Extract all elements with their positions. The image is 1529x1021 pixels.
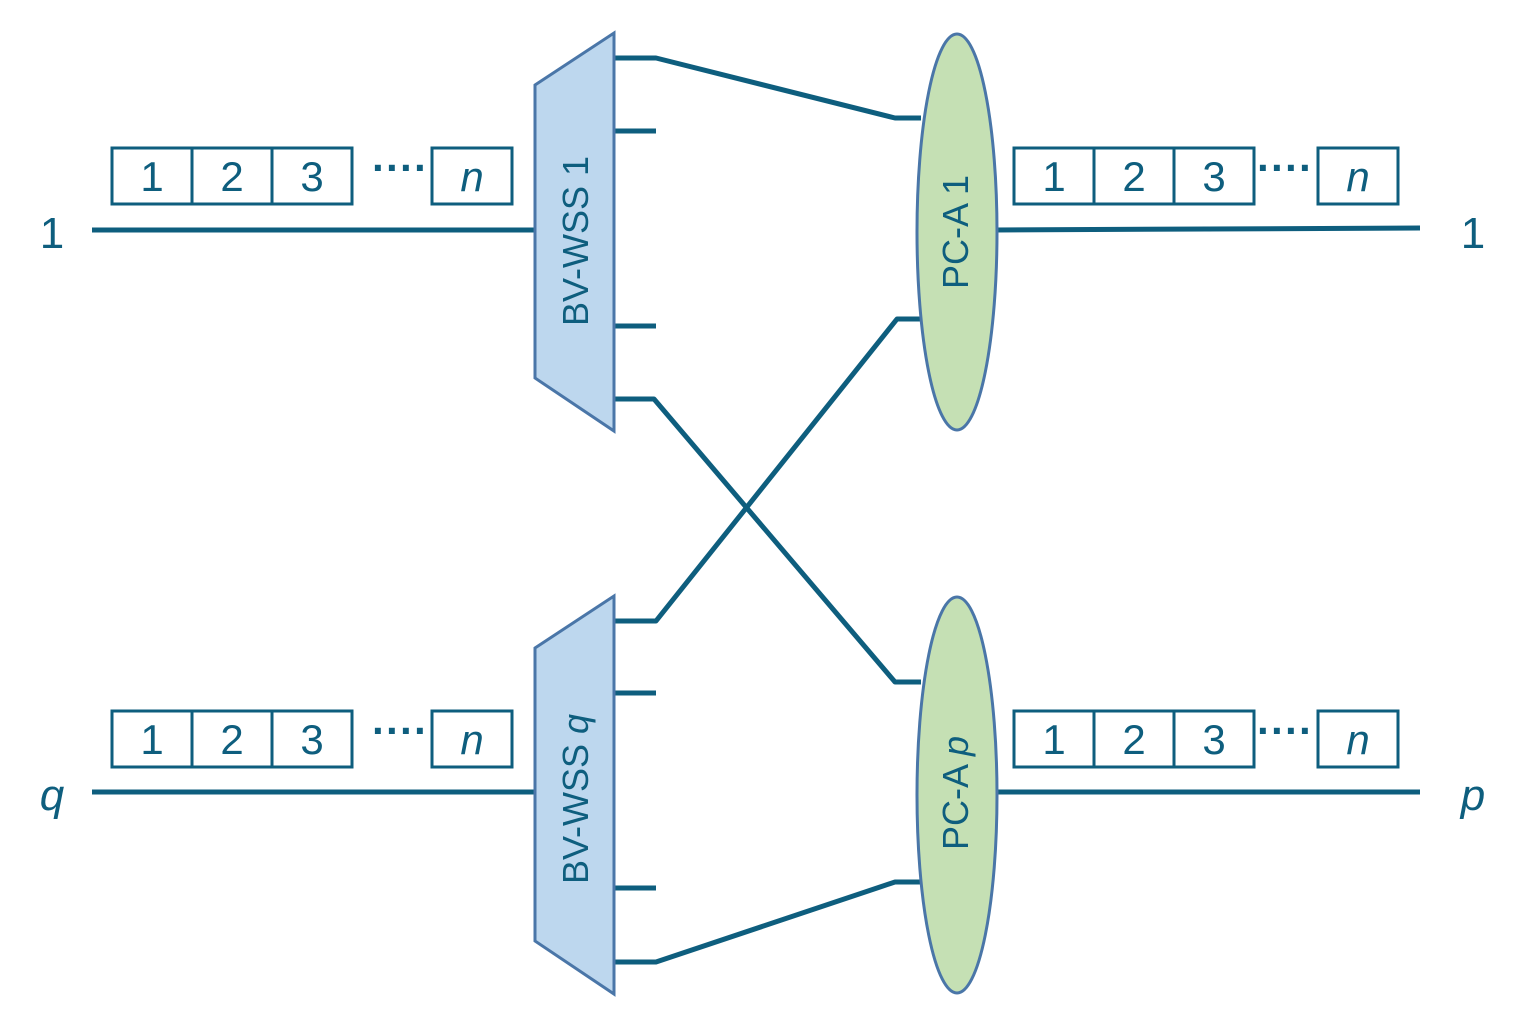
- link-wss1-to-pcap: [614, 396, 921, 685]
- output-fiber-1: [994, 225, 1421, 233]
- output-label-1: 1: [1461, 209, 1485, 258]
- slot-box: [1012, 709, 1096, 769]
- slot-label-last: n: [460, 716, 483, 763]
- slot-label-last: n: [1346, 716, 1369, 763]
- slot-box: [1092, 709, 1176, 769]
- wss-1-shape: [533, 30, 616, 434]
- slot-box: [1012, 146, 1096, 206]
- pca-1-label: PC-A 1: [935, 175, 976, 289]
- slot-group-input-1: 1 2 3 ···· n: [110, 144, 514, 206]
- link-wss1-to-pca1: [614, 55, 921, 121]
- slot-box-last: [1316, 709, 1400, 769]
- pca-1: PC-A 1: [915, 32, 999, 432]
- slot-label: 1: [1042, 716, 1065, 763]
- slot-group-input-q: 1 2 3 ···· n: [110, 707, 514, 769]
- slot-label: 2: [1122, 716, 1145, 763]
- wss-q-name: BV-WSS: [555, 744, 596, 884]
- slot-box: [270, 709, 354, 769]
- slot-label: 3: [1202, 716, 1225, 763]
- slot-label: 2: [220, 153, 243, 200]
- pca-p-shape: [915, 595, 999, 995]
- slot-ellipsis: ····: [1257, 707, 1313, 754]
- slot-ellipsis: ····: [372, 707, 428, 754]
- slot-ellipsis: ····: [372, 144, 428, 191]
- wss-q-index: q: [555, 714, 596, 734]
- wss-q-label: BV-WSS q: [555, 714, 596, 884]
- slot-box: [270, 146, 354, 206]
- wss-1-label: BV-WSS 1: [555, 156, 596, 326]
- slot-label: 1: [140, 153, 163, 200]
- slot-box: [110, 709, 194, 769]
- wss-1-index: 1: [555, 156, 596, 176]
- slot-label: 1: [1042, 153, 1065, 200]
- slot-box: [1092, 146, 1176, 206]
- wss-q: BV-WSS q: [533, 593, 616, 997]
- input-label-1: 1: [40, 209, 64, 258]
- pca-p-index: p: [935, 736, 976, 757]
- slot-box-last: [1316, 146, 1400, 206]
- pca-p-name: PC-A: [935, 764, 976, 850]
- slot-box-last: [430, 709, 514, 769]
- slot-label: 3: [300, 716, 323, 763]
- slot-group-output-1: 1 2 3 ···· n: [1012, 144, 1400, 206]
- pca-p: PC-A p: [915, 595, 999, 995]
- slot-box: [190, 146, 274, 206]
- slot-box: [1172, 709, 1256, 769]
- pca-1-index: 1: [935, 175, 976, 195]
- input-label-q: q: [40, 771, 65, 820]
- slot-label-last: n: [460, 153, 483, 200]
- wss-1-name: BV-WSS: [555, 186, 596, 326]
- slot-label: 3: [300, 153, 323, 200]
- slot-box: [190, 709, 274, 769]
- link-wssq-to-pca1: [614, 316, 921, 624]
- slot-ellipsis: ····: [1257, 144, 1313, 191]
- slot-label: 2: [220, 716, 243, 763]
- slot-label-last: n: [1346, 153, 1369, 200]
- slot-label: 2: [1122, 153, 1145, 200]
- slot-label: 1: [140, 716, 163, 763]
- slot-group-output-p: 1 2 3 ···· n: [1012, 707, 1400, 769]
- wss-q-shape: [533, 593, 616, 997]
- pca-1-shape: [915, 32, 999, 432]
- wss-1: BV-WSS 1: [533, 30, 616, 434]
- slot-box: [1172, 146, 1256, 206]
- slot-groups: 1 2 3 ···· n 1 2 3 ···· n 1 2 3 ···· n 1 2 3 ···· n: [110, 144, 1400, 769]
- slot-box: [110, 146, 194, 206]
- slot-box-last: [430, 146, 514, 206]
- pca-1-name: PC-A: [935, 203, 976, 289]
- link-wssq-to-pcap: [614, 879, 921, 965]
- pca-p-label: PC-A p: [935, 736, 976, 850]
- slot-label: 3: [1202, 153, 1225, 200]
- output-label-p: p: [1459, 771, 1485, 820]
- connection-lines: [92, 55, 1421, 965]
